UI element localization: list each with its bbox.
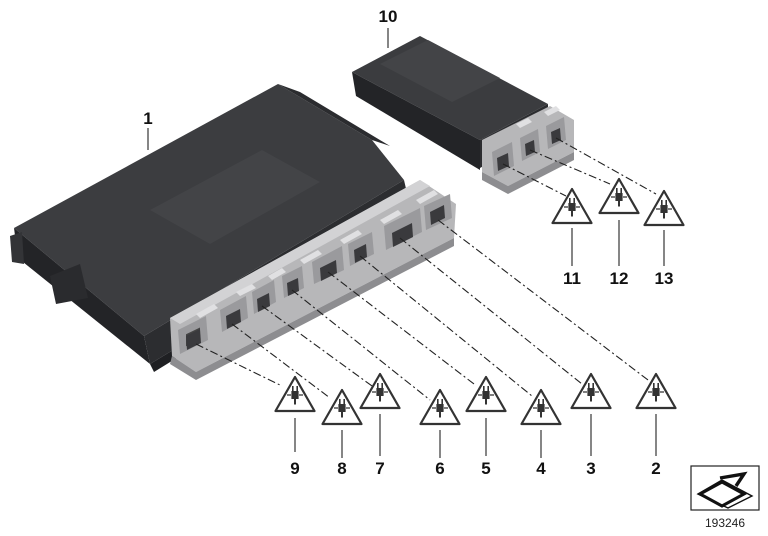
plug-warning-icon-3: [570, 372, 612, 410]
plug-warning-icon-2: [635, 372, 677, 410]
callout-9: 9: [290, 459, 299, 478]
connector-line-11: [502, 163, 567, 197]
reference-number: 193246: [705, 516, 745, 530]
plug-warning-icon-12: [598, 177, 640, 215]
callout-11: 11: [563, 269, 581, 288]
callout-3: 3: [586, 459, 595, 478]
plug-warning-icon-13: [643, 189, 685, 227]
arrow-sheet-icon: [696, 471, 754, 509]
leader-lines: [147, 28, 665, 458]
connector-line-12: [529, 149, 611, 185]
connector-line-7: [261, 305, 373, 387]
callout-5: 5: [481, 459, 490, 478]
callout-8: 8: [337, 459, 346, 478]
callout-7: 7: [375, 459, 384, 478]
callout-4: 4: [536, 459, 546, 478]
connector-line-4: [359, 255, 533, 397]
callout-6: 6: [435, 459, 444, 478]
plug-warning-icon-4: [520, 388, 562, 426]
plug-warning-icon-8: [321, 388, 363, 426]
callout-13: 13: [655, 269, 674, 288]
callout-numbers: 1 10 2 3 4 5 6 7 8 9 11 12 13: [143, 7, 673, 478]
main-module-connector-sockets: [178, 190, 452, 354]
plug-warning-icon-6: [419, 388, 461, 426]
callout-2: 2: [651, 459, 660, 478]
connector-line-8: [231, 323, 331, 399]
connector-line-6: [291, 289, 431, 401]
connector-line-2: [437, 219, 649, 381]
callout-10: 10: [379, 7, 398, 26]
connector-line-5: [327, 271, 475, 385]
secondary-control-module: [352, 36, 574, 194]
callout-1: 1: [143, 109, 152, 128]
callout-12: 12: [610, 269, 629, 288]
navigation-box[interactable]: [690, 465, 760, 511]
connector-line-3: [399, 237, 583, 385]
plug-warning-icon-7: [359, 372, 401, 410]
main-control-module: [10, 84, 456, 380]
connector-line-13: [555, 137, 657, 195]
plug-warning-icon-11: [551, 187, 593, 225]
